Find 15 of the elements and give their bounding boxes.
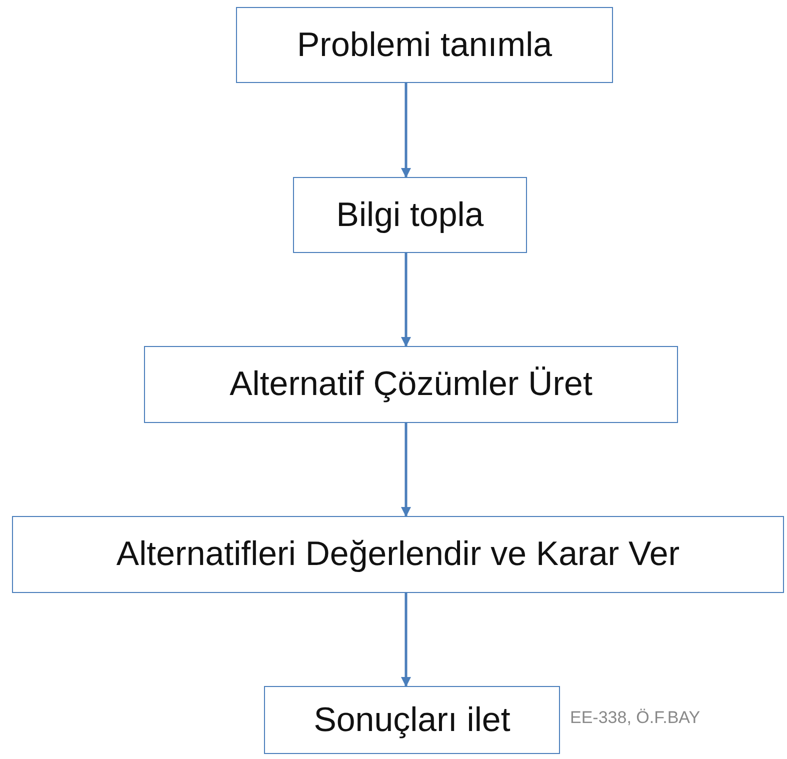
process-box: [12, 516, 784, 593]
box-text: Problemi tanımla: [296, 26, 552, 64]
box-text: Sonuçları ilet: [314, 700, 510, 740]
box-text: Bilgi topla: [336, 196, 484, 234]
arrow: [401, 83, 411, 178]
arrow: [401, 253, 411, 347]
box-text: Alternatif Çözümler Üret: [230, 365, 592, 404]
process-box: [236, 7, 613, 83]
process-box: [264, 686, 560, 754]
process-box: [293, 177, 527, 253]
arrow: [401, 593, 411, 687]
process-box: [144, 346, 678, 423]
box-text: Alternatifleri Değerlendir ve Karar Ver: [116, 535, 680, 574]
footer-note: EE-338, Ö.F.BAY: [570, 708, 700, 728]
arrow: [401, 423, 411, 517]
